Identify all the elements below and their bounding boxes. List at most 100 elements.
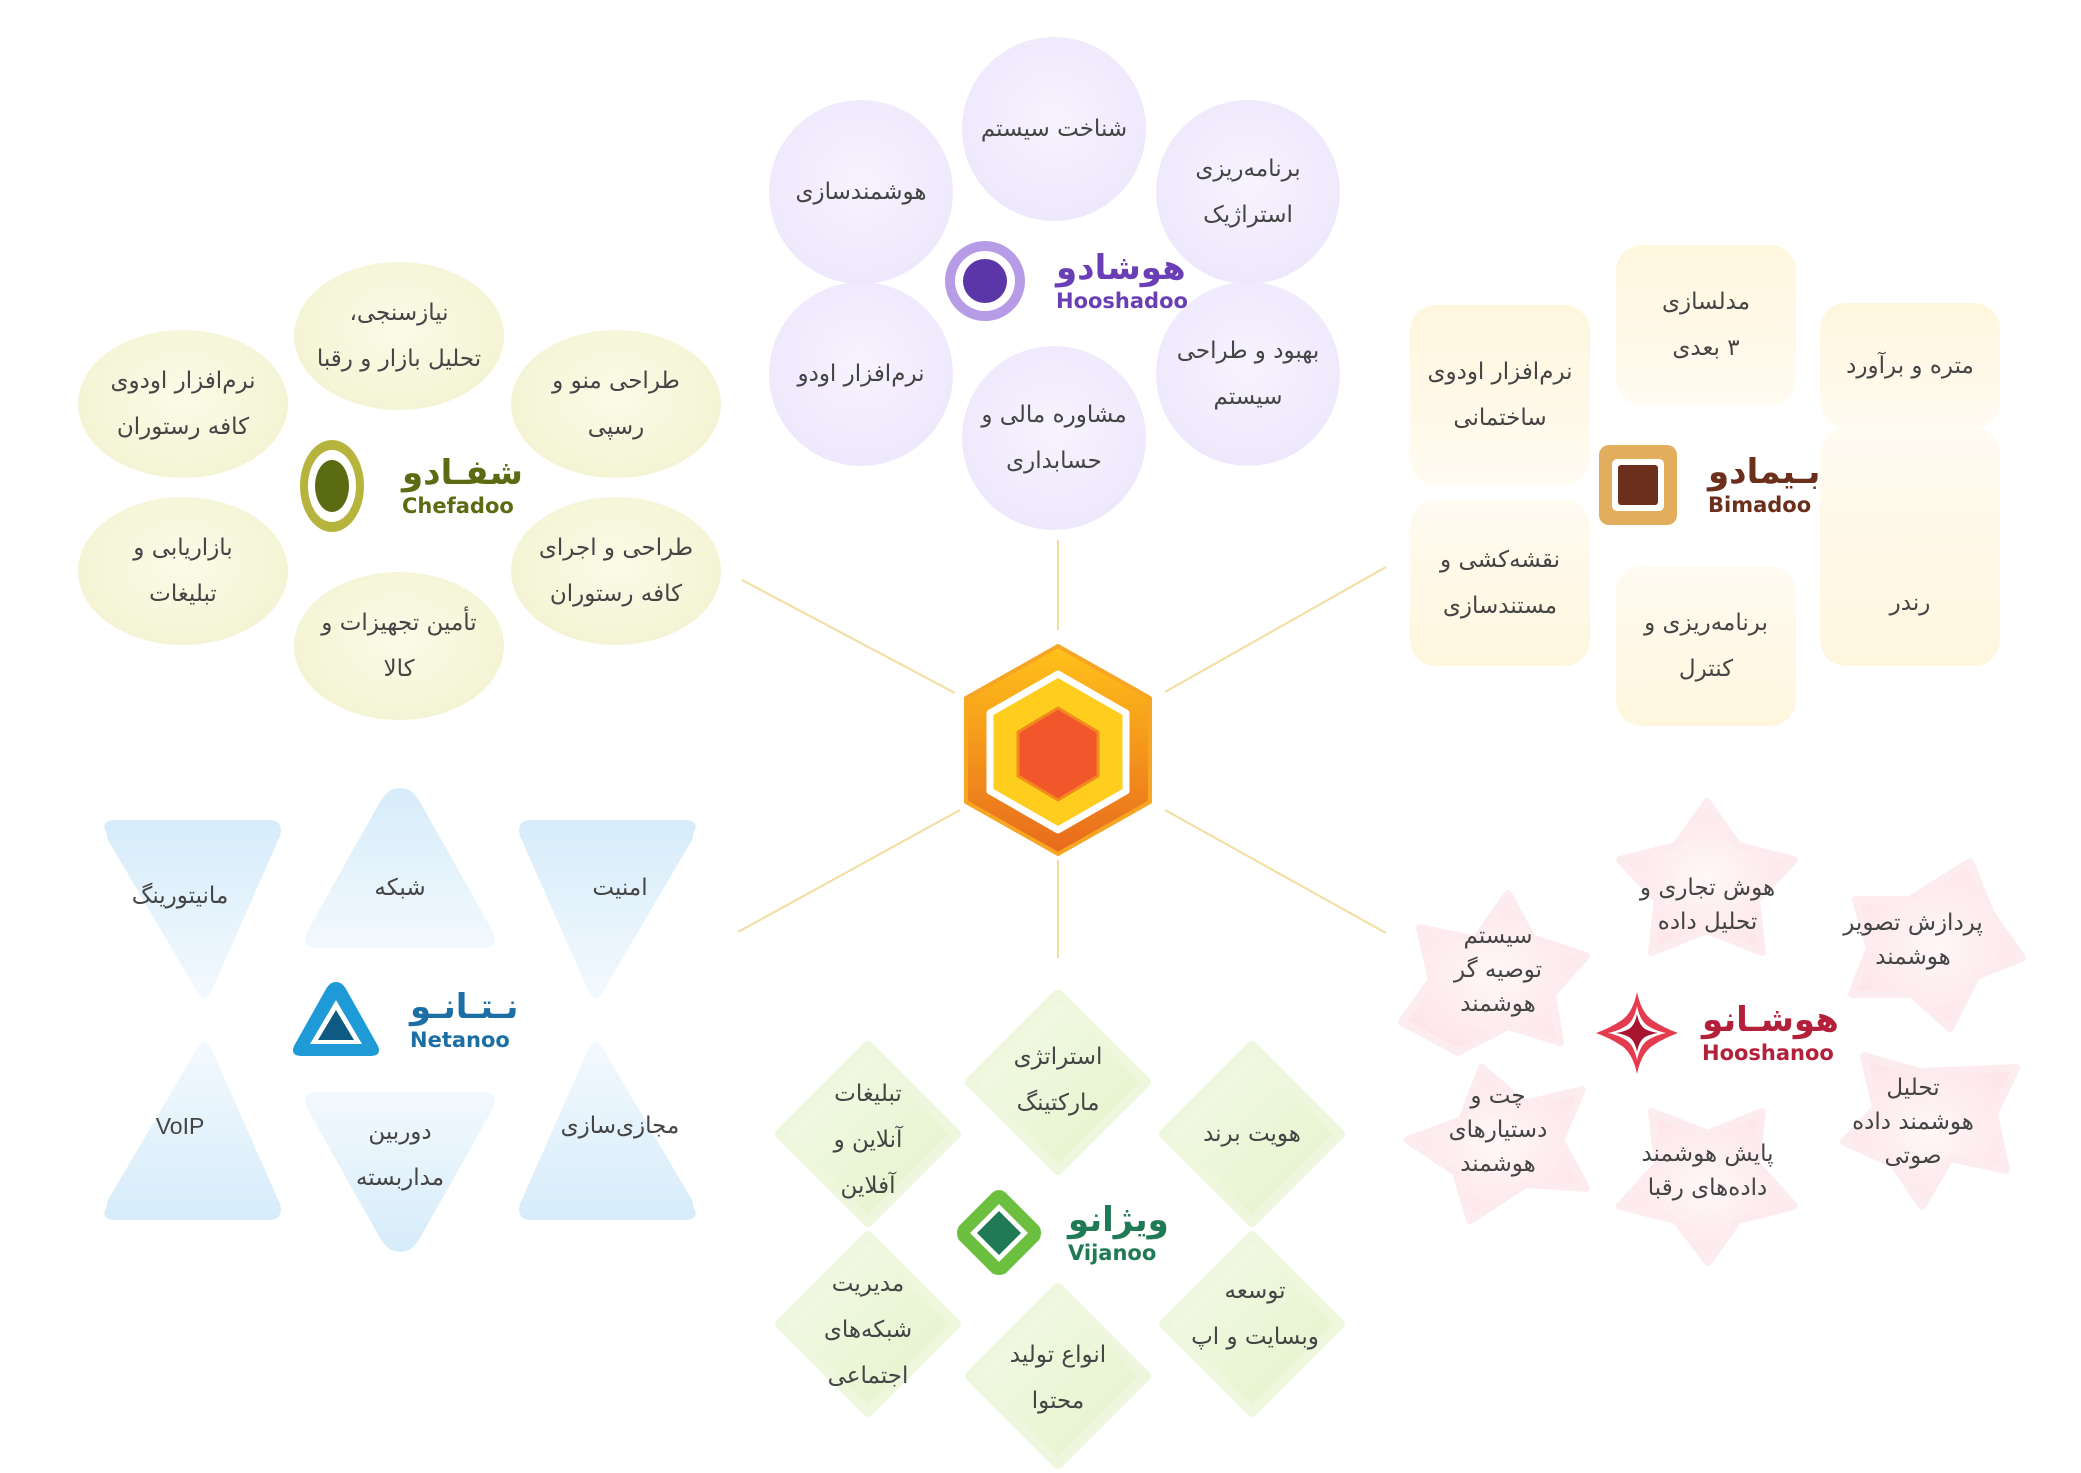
- hooshanoo-service-2: پردازش تصویر هوشمند: [1818, 895, 2008, 985]
- vijanoo-service-4: انواع تولید محتوا: [968, 1328, 1148, 1428]
- connector-top-right: [1164, 566, 1387, 693]
- netanoo-shape-5: [104, 1042, 281, 1220]
- service-label: نرم‌افزار اودوی کافه رستوران: [110, 368, 256, 440]
- service-label: شناخت سیستم: [980, 116, 1128, 142]
- bimadoo-service-4: برنامه‌ریزی و کنترل: [1616, 566, 1796, 726]
- service-label: مدیریت شبکه‌های اجتماعی: [823, 1271, 913, 1389]
- hooshadoo-service-3: بهبود و طراحی سیستم: [1156, 282, 1340, 466]
- netanoo-service-3: مجازی‌سازی: [530, 1096, 710, 1156]
- vijanoo-shape-6: [775, 1041, 961, 1227]
- service-label: پایش هوشمند داده‌های رقبا: [1641, 1141, 1774, 1201]
- service-label: هویت برند: [1203, 1121, 1301, 1147]
- netanoo-service-5: VoIP: [100, 1096, 260, 1156]
- brand-name-fa: شفـادو: [402, 453, 523, 493]
- netanoo-brand: نـتـانـو Netanoo: [292, 980, 518, 1060]
- vijanoo-shape-4: [965, 1283, 1151, 1469]
- bimadoo-service-3: رندر: [1820, 428, 2000, 666]
- netanoo-shape-3: [519, 1042, 696, 1220]
- hooshanoo-service-4: پایش هوشمند داده‌های رقبا: [1610, 1126, 1805, 1216]
- chefadoo-service-2: طراحی منو و رسپی: [511, 330, 721, 478]
- brand-name-en: Bimadoo: [1708, 493, 1812, 517]
- vijanoo-service-5: مدیریت شبکه‌های اجتماعی: [778, 1256, 958, 1404]
- hooshanoo-shape-3: [1840, 1052, 2020, 1210]
- brand-name-fa: ویژانو: [1068, 1200, 1169, 1240]
- triangle-logo-icon: [293, 982, 379, 1056]
- netanoo-service-4: دوربین مداربسته: [310, 1105, 490, 1205]
- brand-name-en: Chefadoo: [402, 494, 514, 518]
- service-label: طراحی و اجرای کافه رستوران: [538, 535, 694, 607]
- bimadoo-service-6: نرم‌افزار اودوی ساختمانی: [1410, 305, 1590, 485]
- service-label: چت و دستیارهای هوشمند: [1448, 1083, 1548, 1177]
- diamond-logo-icon: [957, 1190, 1041, 1275]
- connector-bottom-left: [737, 809, 961, 933]
- hooshadoo-service-1: شناخت سیستم: [962, 37, 1146, 221]
- hooshanoo-service-1: هوش تجاری و تحلیل داده: [1610, 860, 1805, 950]
- square-logo-icon: [1599, 445, 1677, 525]
- hexagon-logo-icon: [964, 644, 1152, 856]
- service-label: نرم‌افزار اودوی ساختمانی: [1427, 359, 1573, 431]
- netanoo-service-6: مانیتورینگ: [100, 866, 260, 926]
- service-label: برنامه‌ریزی استراژیک: [1195, 156, 1301, 228]
- connector-bottom-right: [1164, 809, 1387, 934]
- brand-name-en: Netanoo: [410, 1028, 510, 1052]
- service-label: بهبود و طراحی سیستم: [1176, 338, 1320, 410]
- hooshanoo-shape-1: [1616, 798, 1798, 956]
- service-label: مشاوره مالی و حسابداری: [981, 402, 1127, 474]
- olive-logo-icon: [300, 440, 364, 532]
- hooshanoo-shape-2: [1848, 858, 2026, 1032]
- vijanoo-shape-3: [1159, 1231, 1345, 1417]
- chefadoo-service-5: بازاریابی و تبلیغات: [78, 497, 288, 645]
- netanoo-shape-6: [104, 820, 281, 998]
- service-label: تأمین تجهیزات و کالا: [321, 610, 477, 682]
- vijanoo-service-3: توسعه وبسایت و اپ: [1160, 1264, 1350, 1364]
- service-label: تبلیغات آنلاین و آفلاین: [833, 1081, 903, 1199]
- hooshadoo-service-4: مشاوره مالی و حسابداری: [962, 346, 1146, 530]
- hooshadoo-service-6: هوشمندسازی: [769, 100, 953, 284]
- hooshanoo-shape-6: [1398, 890, 1590, 1056]
- bimadoo-brand: بـیمادو Bimadoo: [1598, 444, 1820, 526]
- vijanoo-shape-5: [775, 1231, 961, 1417]
- service-label: شبکه: [374, 875, 426, 901]
- netanoo-shapes: [104, 788, 696, 1252]
- service-label: امنیت: [592, 875, 648, 901]
- netanoo-shape-4: [305, 1092, 495, 1252]
- hooshanoo-shape-4: [1616, 1108, 1798, 1266]
- service-label: نرم‌افزار اودو: [797, 361, 925, 387]
- chefadoo-brand: شفـادو Chefadoo: [298, 438, 523, 534]
- chefadoo-service-3: طراحی و اجرای کافه رستوران: [511, 497, 721, 645]
- chefadoo-service-1: نیازسنجی، تحلیل بازار و رقبا: [294, 262, 504, 410]
- service-label: هوشمندسازی: [795, 179, 927, 205]
- service-label: انواع تولید محتوا: [1009, 1342, 1107, 1414]
- chefadoo-service-4: تأمین تجهیزات و کالا: [294, 572, 504, 720]
- hooshanoo-brand: هوشـانو Hooshanoo: [1594, 990, 1839, 1076]
- service-label: مجازی‌سازی: [560, 1113, 680, 1139]
- service-label: متره و برآورد: [1846, 352, 1974, 379]
- brand-name-fa: هوشـانو: [1702, 1000, 1839, 1040]
- vijanoo-shapes: [775, 990, 1345, 1469]
- bimadoo-service-5: نقشه‌کشی و مستندسازی: [1410, 500, 1590, 666]
- hooshanoo-service-5: چت و دستیارهای هوشمند: [1408, 1070, 1588, 1190]
- brand-name-en: Vijanoo: [1068, 1241, 1157, 1265]
- netanoo-service-2: امنیت: [540, 858, 700, 918]
- star-logo-icon: [1596, 992, 1678, 1074]
- service-label: دوربین مداربسته: [355, 1119, 445, 1191]
- connector-top-left: [741, 579, 956, 694]
- bimadoo-service-1: مدلسازی ۳ بعدی: [1616, 245, 1796, 405]
- hooshanoo-shape-5: [1404, 1064, 1590, 1224]
- circle-logo-icon: [945, 241, 1025, 321]
- vijanoo-shape-2: [1159, 1041, 1345, 1227]
- brand-name-en: Hooshanoo: [1702, 1041, 1834, 1065]
- hooshadoo-service-5: نرم‌افزار اودو: [769, 282, 953, 466]
- service-label: نیازسنجی، تحلیل بازار و رقبا: [316, 300, 482, 372]
- service-label: طراحی منو و رسپی: [552, 368, 680, 440]
- brand-name-en: Hooshadoo: [1056, 289, 1188, 313]
- service-label: مانیتورینگ: [131, 883, 229, 909]
- service-label: تحلیل هوشمند داده صوتی: [1852, 1075, 1974, 1169]
- service-label: هوش تجاری و تحلیل داده: [1639, 875, 1776, 935]
- service-label: رندر: [1889, 590, 1931, 616]
- vijanoo-shape-1: [965, 990, 1151, 1175]
- vijanoo-service-1: استراتژی مارکتینگ: [968, 1030, 1148, 1130]
- brand-name-fa: بـیمادو: [1708, 452, 1821, 492]
- bimadoo-service-2: متره و برآورد: [1820, 303, 2000, 428]
